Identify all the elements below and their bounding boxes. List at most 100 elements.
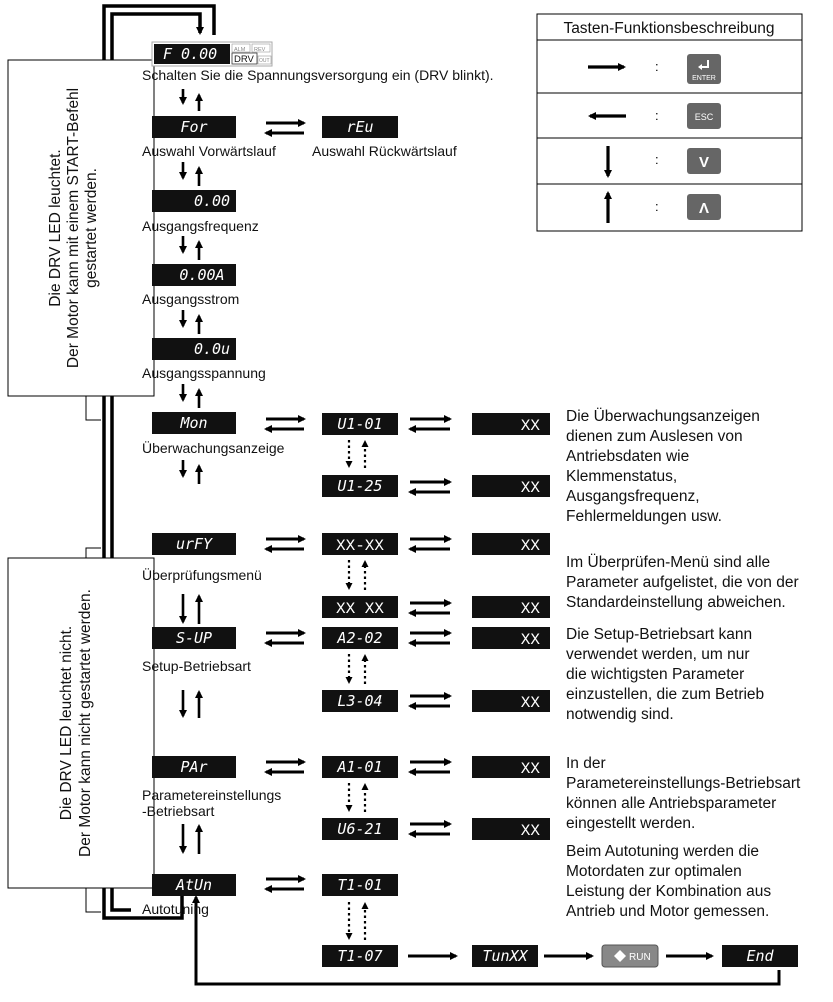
menu-voltage: 0.0u Ausgangsspannung [142,338,266,381]
tune-end-display: End [746,947,774,965]
par-value-2: XX [521,822,541,840]
tune-tun-display: TunXX [482,947,528,965]
setup-first-display: A2-02 [336,629,382,647]
menu-voltage-display: 0.0u [194,340,230,358]
desc-tune-line: Motordaten zur optimalen [566,863,742,880]
desc-par-line: In der [566,755,606,772]
setup-value-1: XX [521,631,541,649]
run-icon [614,950,626,962]
menu-setup-display: S-UP [176,629,212,647]
menu-vrfy-display: urFY [176,535,213,553]
par-first-display: A1-01 [336,758,382,776]
menu-tune-display: AtUn [175,876,212,894]
desc-mon: Die Überwachungsanzeigen dienen zum Ausl… [566,407,760,525]
desc-setup-line: Die Setup-Betriebsart kann [566,626,752,643]
desc-mon-line: Antriebsdaten wie [566,448,689,465]
desc-mon-line: Die Überwachungsanzeigen [566,407,760,425]
up-key-label: Λ [699,200,709,217]
menu-vrfy-label: Überprüfungsmenü [142,566,262,583]
desc-vrfy-line: Im Überprüfen-Menü sind alle [566,553,770,571]
menu-mon-display: Mon [179,414,207,432]
menu-setup: S-UP Setup-Betriebsart [142,627,251,674]
side-note-bottom-line-1: Die DRV LED leuchtet nicht. [58,626,75,820]
run-key-label: RUN [629,952,651,963]
menu-freq-display: 0.00 [194,192,230,210]
legend-sep-2: : [655,108,659,123]
sub-par: A1-01 U6-21 XX XX [322,756,550,840]
esc-key-icon [687,103,721,129]
legend-row-down: : V [604,146,721,178]
desc-setup-line: notwendig sind. [566,706,674,723]
legend-sep-1: : [655,59,659,74]
menu-for: For Auswahl Vorwärtslauf [142,116,276,159]
enter-key-label: ENTER [692,75,716,82]
menu-mon-label: Überwachungsanzeige [142,439,285,456]
up-key-icon [687,194,721,220]
side-note-top: Die DRV LED leuchtet. Der Motor kann mit… [7,59,155,397]
desc-par-line: Parametereinstellungs-Betriebsart [566,775,801,792]
menu-tune-label: Autotuning [142,901,209,917]
menu-par: PAr Parametereinstellungs -Betriebsart [142,756,281,819]
desc-mon-line: dienen zum Auslesen von [566,428,743,445]
sub-tune: T1-01 T1-07 TunXX RUN End [322,874,798,968]
menu-voltage-label: Ausgangsspannung [142,365,266,381]
key-legend: Tasten-Funktionsbeschreibung : ENTER : E… [536,13,803,232]
menu-current-display: 0.00A [179,266,224,284]
desc-vrfy-line: Standardeinstellung abweichen. [566,594,786,611]
menu-current-label: Ausgangsstrom [142,291,239,307]
indicator-drv: DRV [234,54,255,65]
menu-par-label-2: -Betriebsart [142,803,214,819]
vrfy-last-display: XX XX [336,600,384,618]
legend-sep-3: : [655,152,659,167]
sub-setup: A2-02 L3-04 XX XX [322,627,550,712]
setup-last-display: L3-04 [337,692,382,710]
run-key: RUN [601,944,659,968]
legend-row-esc: : ESC [588,103,721,129]
sub-vrfy: XX-XX XX XX XX XX [322,533,550,618]
desc-setup-line: die wichtigsten Parameter [566,666,744,683]
menu-for-label: Auswahl Vorwärtslauf [142,143,276,159]
desc-par: In der Parametereinstellungs-Betriebsart… [566,755,801,832]
desc-vrfy-line: Parameter aufgelistet, die von der [566,574,799,591]
start-display-value: F 0.00 [163,45,217,63]
desc-setup-line: verwendet werden, um nur [566,646,750,663]
legend-sep-4: : [655,199,659,214]
reverse-display: rEu Auswahl Rückwärtslauf [312,116,457,159]
reverse-label: Auswahl Rückwärtslauf [312,143,457,159]
start-display: F 0.00 ALM REV DRV OUT [151,41,273,67]
side-note-bottom-line-2: Der Motor kann nicht gestartet werden. [77,589,94,857]
side-note-top-line-3: gestartet werden. [83,168,100,288]
menu-freq: 0.00 Ausgangsfrequenz [142,190,259,234]
desc-mon-line: Klemmenstatus, [566,468,677,485]
start-label: Schalten Sie die Spannungsversorgung ein… [142,67,494,83]
tune-last-display: T1-07 [337,947,382,965]
updown-arrows [179,89,203,854]
legend-row-up: : Λ [604,191,721,223]
par-last-display: U6-21 [337,820,382,838]
indicator-rev: REV [254,47,266,53]
mon-value-2: XX [521,479,541,497]
vrfy-first-display: XX-XX [336,537,384,555]
enter-key-icon [687,54,721,84]
desc-par-line: können alle Antriebsparameter [566,795,776,812]
legend-title: Tasten-Funktionsbeschreibung [563,20,774,37]
reverse-display-value: rEu [346,118,373,136]
legend-row-enter: : ENTER [588,54,721,84]
indicator-alm: ALM [234,47,246,53]
menu-setup-label: Setup-Betriebsart [142,658,251,674]
sub-mon: U1-01 U1-25 XX XX [322,413,550,497]
vrfy-value-2: XX [521,600,541,618]
desc-vrfy: Im Überprüfen-Menü sind alle Parameter a… [566,553,799,611]
side-note-top-line-1: Die DRV LED leuchtet. [47,149,64,306]
mon-value-1: XX [521,417,541,435]
desc-setup-line: einzustellen, die zum Betrieb [566,686,764,703]
side-note-top-line-2: Der Motor kann mit einem START-Befehl [65,88,82,368]
desc-mon-line: Fehlermeldungen usw. [566,508,722,525]
par-value-1: XX [521,760,541,778]
desc-tune-line: Beim Autotuning werden die [566,843,759,860]
down-key-label: V [699,154,709,171]
desc-par-line: eingestellt werden. [566,815,695,832]
loop-lines [102,4,781,986]
down-key-icon [687,148,721,174]
